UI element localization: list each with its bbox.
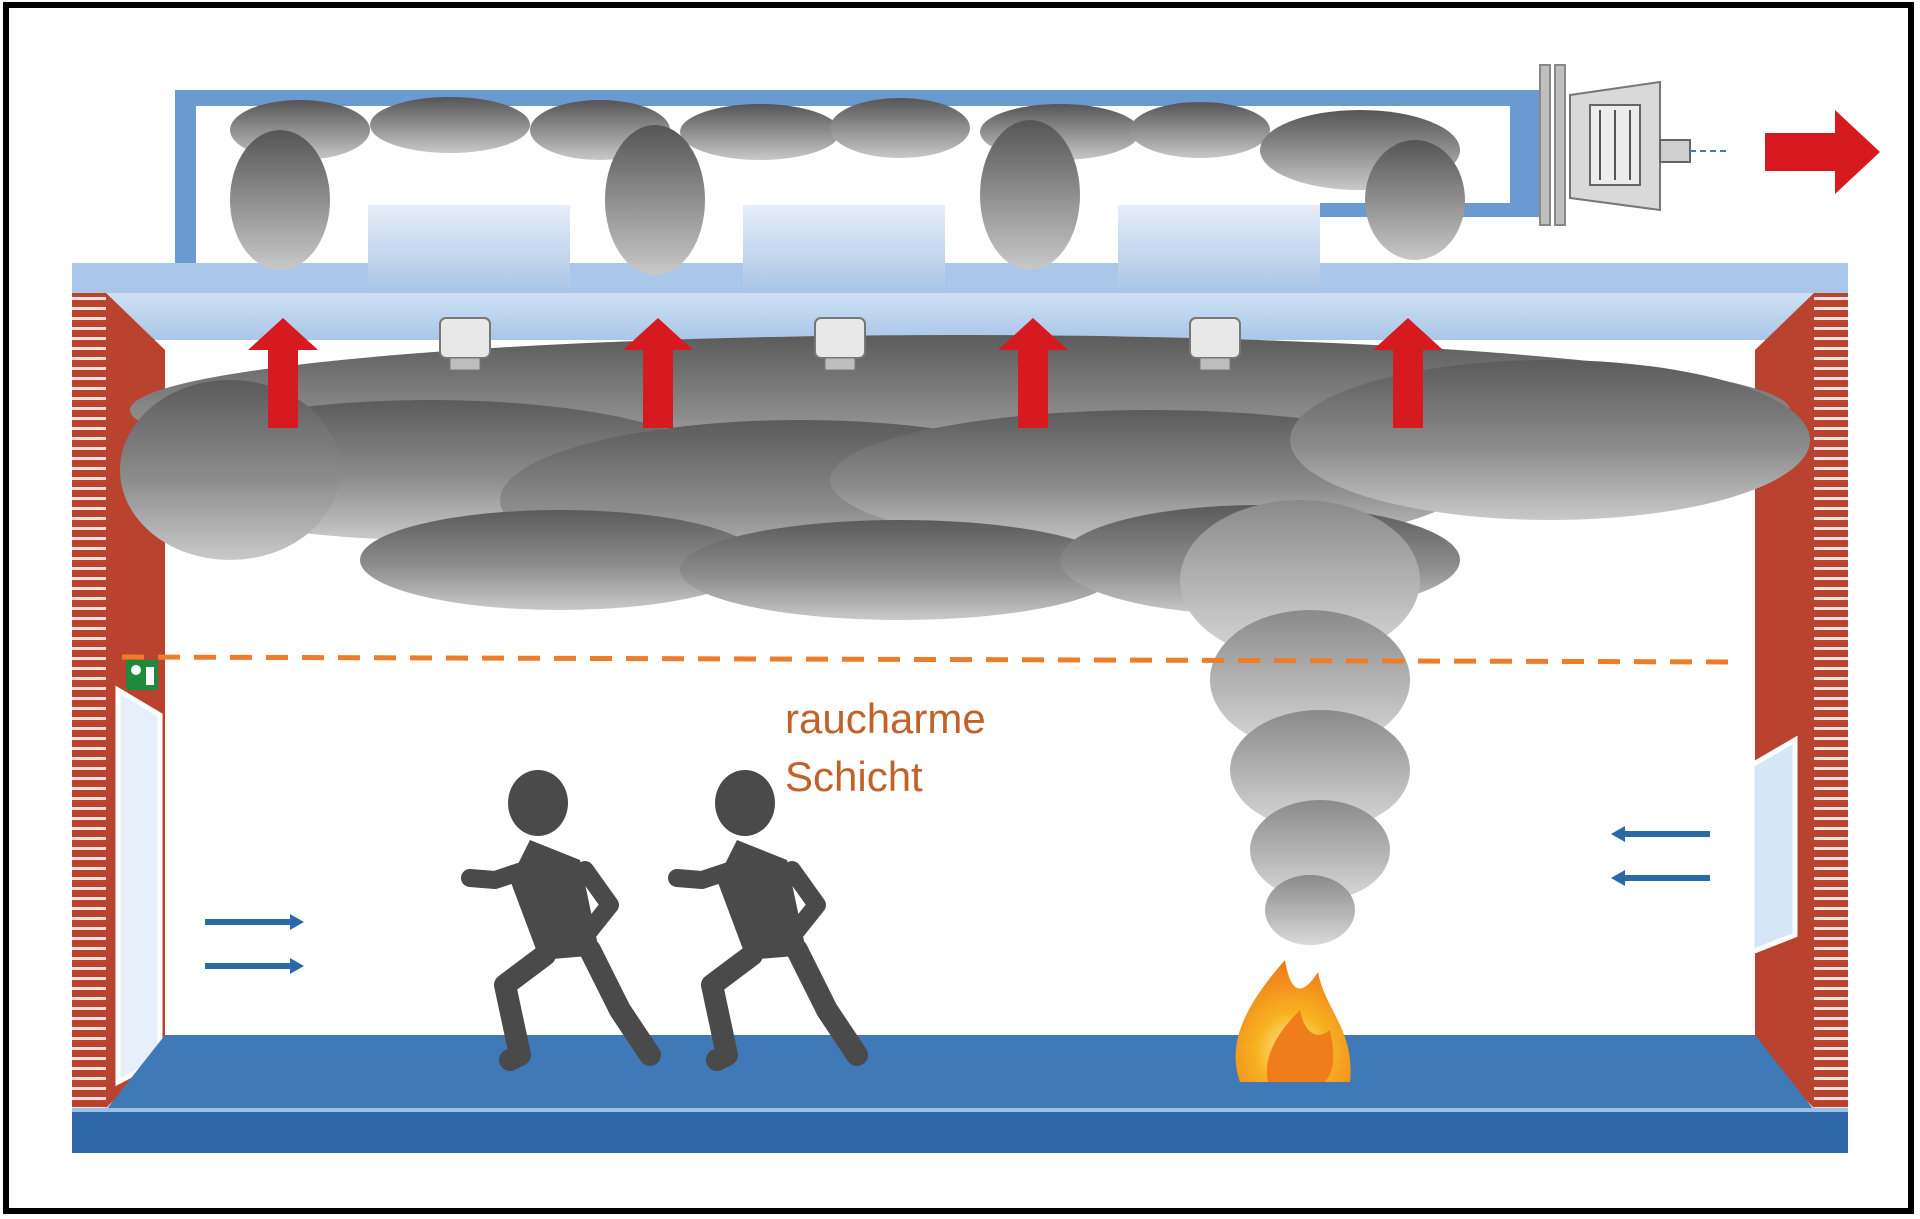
emergency-exit-sign-icon [126,660,158,690]
smoke-free-layer-label-line1: raucharme [785,695,986,742]
inflow-arrows-right [1611,826,1710,886]
exhaust-arrows [248,318,1443,428]
smoke-detector-icon [814,317,866,371]
inflow-arrows-left [205,914,304,974]
smoke-free-layer-label-line2: Schicht [785,753,923,800]
smoke-detector-icon [439,317,491,371]
duct-smoke [230,97,1465,275]
floor [72,1035,1848,1153]
fire-icon [1235,960,1351,1082]
exhaust-outlet-arrow [1765,110,1880,194]
smoke-detector-icon [1189,317,1241,371]
running-person-icon [668,770,868,1071]
side-window [1749,735,1798,956]
smoke-plume [1180,500,1420,945]
outer-frame [3,2,1914,1214]
exit-door [115,685,163,1087]
exhaust-fan-icon [1539,64,1730,226]
ceiling [72,205,1848,340]
smoke-layer [120,335,1810,620]
smoke-free-layer-line [121,654,1741,665]
running-person-icon [461,770,661,1071]
